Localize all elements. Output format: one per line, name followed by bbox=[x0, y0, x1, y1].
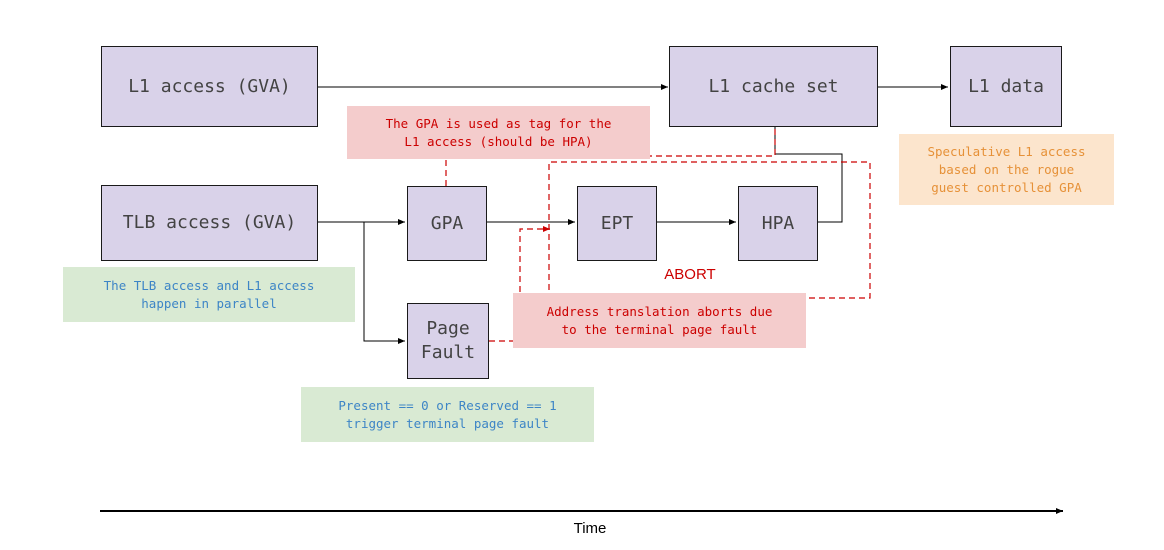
page-fault-box: Page Fault bbox=[407, 303, 489, 379]
abort-region-dashed bbox=[548, 161, 871, 299]
ept-box: EPT bbox=[577, 186, 657, 261]
l1-data-box: L1 data bbox=[950, 46, 1062, 127]
l1-access-box: L1 access (GVA) bbox=[101, 46, 318, 127]
trigger-note: Present == 0 or Reserved == 1 trigger te… bbox=[301, 387, 594, 442]
l1-cache-set-box: L1 cache set bbox=[669, 46, 878, 127]
parallel-note: The TLB access and L1 access happen in p… bbox=[63, 267, 355, 322]
edge-pagefault-to-ept-dashed bbox=[489, 226, 550, 342]
gpa-tag-note: The GPA is used as tag for the L1 access… bbox=[347, 106, 650, 159]
tlb-access-box: TLB access (GVA) bbox=[101, 185, 318, 261]
abort-label: ABORT bbox=[664, 266, 716, 283]
gpa-box: GPA bbox=[407, 186, 487, 261]
edge-tlb-to-pagefault bbox=[363, 222, 405, 344]
abort-reason-note: Address translation aborts due to the te… bbox=[513, 293, 806, 348]
time-axis-label: Time bbox=[573, 520, 607, 537]
hpa-box: HPA bbox=[738, 186, 818, 261]
speculative-note: Speculative L1 access based on the rogue… bbox=[899, 134, 1114, 205]
